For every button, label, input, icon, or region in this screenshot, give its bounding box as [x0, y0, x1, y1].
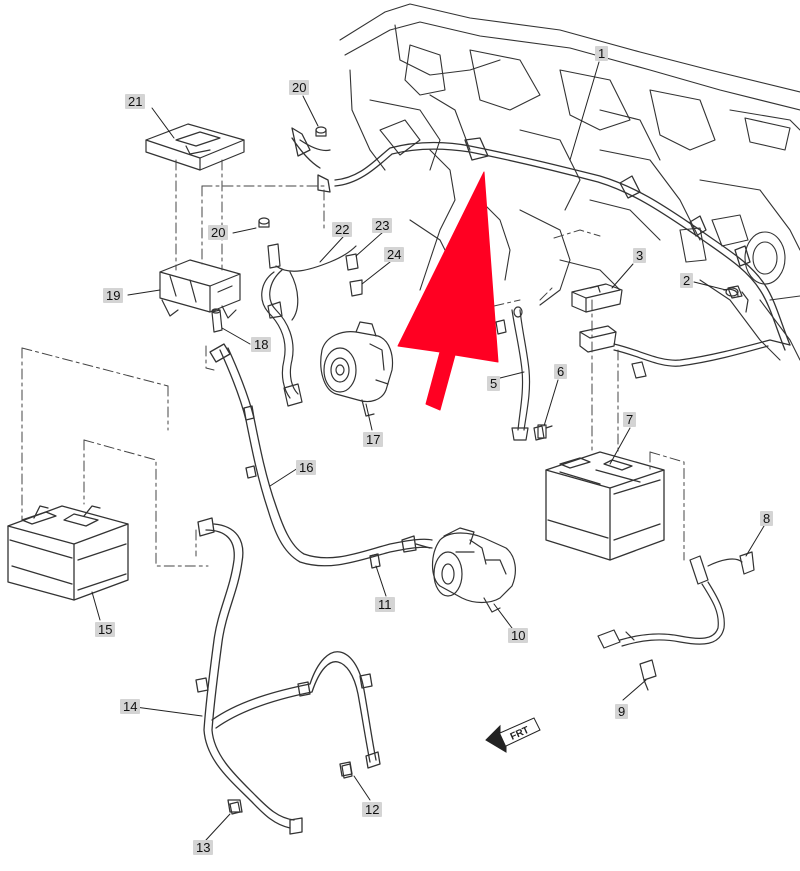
- battery-7: [545, 451, 665, 561]
- part-label-9: 9: [615, 704, 629, 719]
- part-label-21: 21: [125, 94, 146, 109]
- part-label-16: 16: [296, 460, 317, 475]
- battery-15: [7, 505, 129, 601]
- front-direction-indicator: FRT: [485, 717, 541, 753]
- part-label-23: 23: [372, 218, 393, 233]
- alternator-17: [320, 321, 394, 417]
- cable-16: [209, 343, 433, 569]
- part-label-11: 11: [375, 597, 395, 612]
- part-label-10: 10: [508, 628, 529, 643]
- part-label-2: 2: [680, 273, 694, 288]
- part-label-22: 22: [332, 222, 353, 237]
- part-label-3: 3: [633, 248, 647, 263]
- part-label-12: 12: [362, 802, 383, 817]
- part-label-14: 14: [120, 699, 141, 714]
- small-fasteners: [211, 126, 739, 815]
- part-label-24: 24: [384, 247, 405, 262]
- ground-strap-5: [511, 306, 553, 441]
- part-label-18: 18: [251, 337, 272, 352]
- harness-1: [291, 127, 791, 351]
- part-label-1: 1: [595, 46, 609, 61]
- starter-10: [415, 527, 516, 613]
- part-label-6: 6: [554, 364, 568, 379]
- part-label-19: 19: [103, 288, 124, 303]
- bulkhead-structure: [339, 3, 800, 361]
- leader-lines: [91, 61, 765, 841]
- harness-22: [261, 243, 357, 407]
- fuse-block-3: [571, 283, 791, 379]
- dashed-phantom-lines: [21, 159, 685, 567]
- part-label-17: 17: [363, 432, 384, 447]
- battery-bracket-21: [145, 123, 245, 171]
- red-pointer-arrow: [397, 171, 499, 411]
- part-label-5: 5: [487, 376, 501, 391]
- part-label-8: 8: [760, 511, 774, 526]
- part-label-7: 7: [623, 412, 637, 427]
- part-label-20-top: 20: [289, 80, 310, 95]
- part-label-13: 13: [193, 840, 214, 855]
- part-label-15: 15: [95, 622, 116, 637]
- cable-14: [195, 517, 381, 835]
- part-label-20-left: 20: [208, 225, 229, 240]
- battery-tray-19: [159, 259, 241, 319]
- battery-cable-8: [597, 551, 755, 691]
